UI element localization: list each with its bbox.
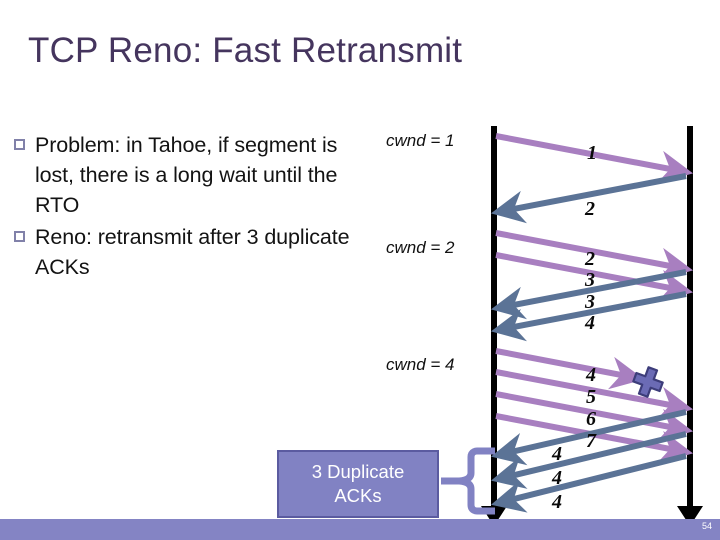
packet-loss-x-icon	[632, 366, 664, 398]
receiver-timeline	[687, 126, 693, 510]
data-arrow-label-4: 4	[586, 364, 596, 386]
data-arrow-label-3: 3	[585, 269, 595, 291]
ack-arrow-label-3: 3	[585, 291, 595, 313]
data-arrow-label-5: 5	[586, 386, 596, 408]
footer-bar	[0, 519, 720, 540]
page-number: 54	[701, 521, 712, 531]
ack-arrows	[490, 173, 687, 513]
duplicate-acks-callout-box[interactable]: 3 Duplicate ACKs	[277, 450, 439, 518]
ack-arrow-label-2: 2	[585, 198, 595, 220]
cwnd-label-2: cwnd = 2	[386, 238, 455, 257]
data-arrow-label-6: 6	[586, 408, 596, 430]
square-bullet-icon	[14, 139, 25, 150]
data-arrow-label-7: 7	[586, 430, 596, 452]
square-bullet-icon	[14, 231, 25, 242]
cwnd-label-1: cwnd = 1	[386, 131, 455, 150]
cwnd-label-4: cwnd = 4	[386, 355, 455, 374]
bullet-text: Problem: in Tahoe, if segment is lost, t…	[35, 133, 338, 217]
duplicate-ack-label-2: 4	[552, 467, 562, 489]
bullet-text: Reno: retransmit after 3 duplicate ACKs	[35, 225, 350, 279]
list-item: Problem: in Tahoe, if segment is lost, t…	[14, 130, 364, 220]
data-arrow-label-2: 2	[585, 248, 595, 270]
data-arrow-label-1: 1	[587, 142, 597, 164]
callout-line-1: 3 Duplicate	[311, 461, 405, 482]
list-item: Reno: retransmit after 3 duplicate ACKs	[14, 222, 364, 282]
page-title: TCP Reno: Fast Retransmit	[28, 31, 463, 70]
callout-brace-icon	[441, 447, 495, 515]
data-arrow-4-lost	[495, 348, 645, 390]
ack-arrow-label-4: 4	[585, 312, 595, 334]
duplicate-ack-label-1: 4	[552, 443, 562, 465]
callout-line-2: ACKs	[334, 485, 382, 506]
duplicate-ack-label-3: 4	[552, 491, 562, 513]
bullet-list: Problem: in Tahoe, if segment is lost, t…	[14, 130, 364, 284]
duplicate-ack-arrow-3	[491, 453, 687, 513]
